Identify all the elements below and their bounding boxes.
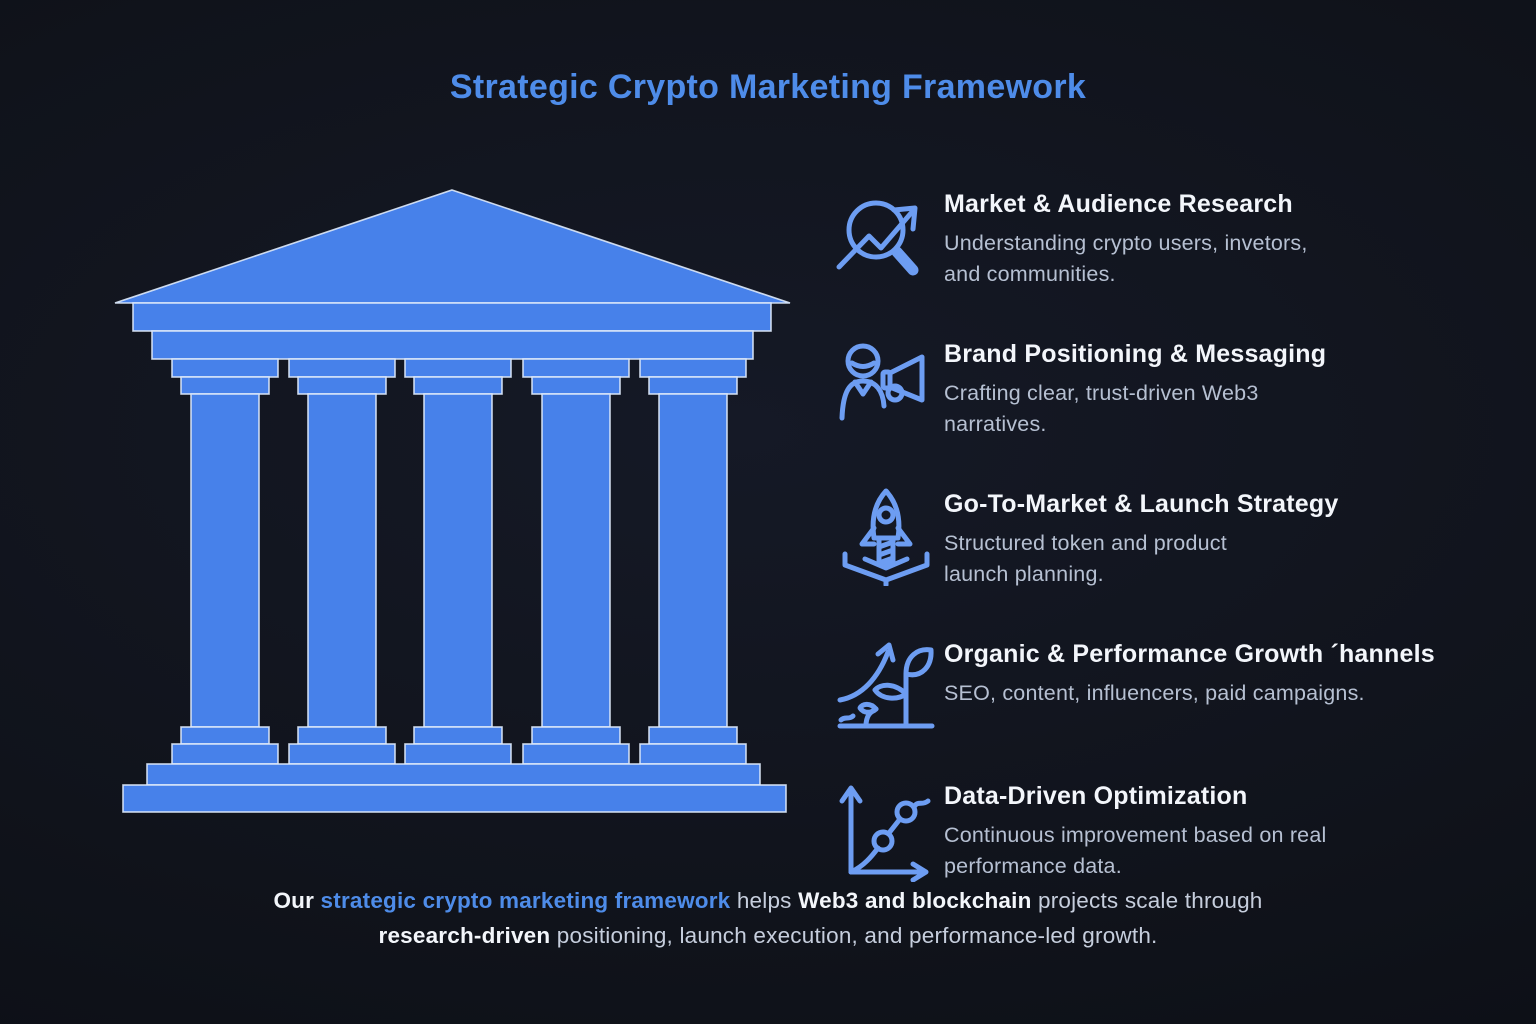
entablature xyxy=(132,302,772,360)
item-heading: Organic & Performance Growth ´hannels xyxy=(944,640,1435,668)
footer-segment: helps xyxy=(730,887,799,913)
pillar-1 xyxy=(171,358,279,765)
framework-item-list: Market & Audience Research Understanding… xyxy=(836,186,1506,928)
framework-item-optimization: Data-Driven Optimization Continuous impr… xyxy=(836,778,1506,882)
item-heading: Market & Audience Research xyxy=(944,190,1293,218)
page-title: Strategic Crypto Marketing Framework xyxy=(449,68,1087,106)
temple-illustration xyxy=(100,186,800,818)
item-body: Structured token and product launch plan… xyxy=(944,531,1227,586)
item-heading: Data-Driven Optimization xyxy=(944,782,1248,810)
greek-temple-icon xyxy=(114,189,791,813)
rocket-launch-icon xyxy=(836,486,944,590)
footer-segment-accent: strategic crypto marketing framework xyxy=(320,887,731,913)
pediment xyxy=(114,189,791,304)
footer-segment: projects scale through xyxy=(1031,887,1263,913)
pillar-3 xyxy=(404,358,512,765)
pillar-4 xyxy=(522,358,630,765)
framework-item-launch: Go-To-Market & Launch Strategy Structure… xyxy=(836,486,1506,590)
pillar-5 xyxy=(639,358,747,765)
stylobate-base xyxy=(122,763,787,813)
item-body: Understanding crypto users, invetors, an… xyxy=(944,231,1308,286)
item-heading: Go-To-Market & Launch Strategy xyxy=(944,490,1339,518)
footer-segment: research-driven xyxy=(378,922,551,948)
footer-segment: Web3 and blockchain xyxy=(798,887,1032,913)
item-body: Continuous improvement based on real per… xyxy=(944,823,1327,878)
person-megaphone-icon xyxy=(836,336,944,440)
footer-segment: positioning, launch execution, and perfo… xyxy=(550,922,1158,948)
framework-item-branding: Brand Positioning & Messaging Crafting c… xyxy=(836,336,1506,440)
item-heading: Brand Positioning & Messaging xyxy=(944,340,1327,368)
framework-item-growth: Organic & Performance Growth ´hannels SE… xyxy=(836,636,1506,740)
framework-item-research: Market & Audience Research Understanding… xyxy=(836,186,1506,290)
footer-summary: Our strategic crypto marketing framework… xyxy=(268,883,1268,953)
data-chart-icon xyxy=(836,778,944,882)
growth-plant-icon xyxy=(836,636,944,740)
search-trend-icon xyxy=(836,186,944,290)
pillar-2 xyxy=(288,358,396,765)
item-body: SEO, content, influencers, paid campaign… xyxy=(944,681,1365,705)
item-body: Crafting clear, trust-driven Web3 narrat… xyxy=(944,381,1259,436)
footer-segment: Our xyxy=(273,887,321,913)
